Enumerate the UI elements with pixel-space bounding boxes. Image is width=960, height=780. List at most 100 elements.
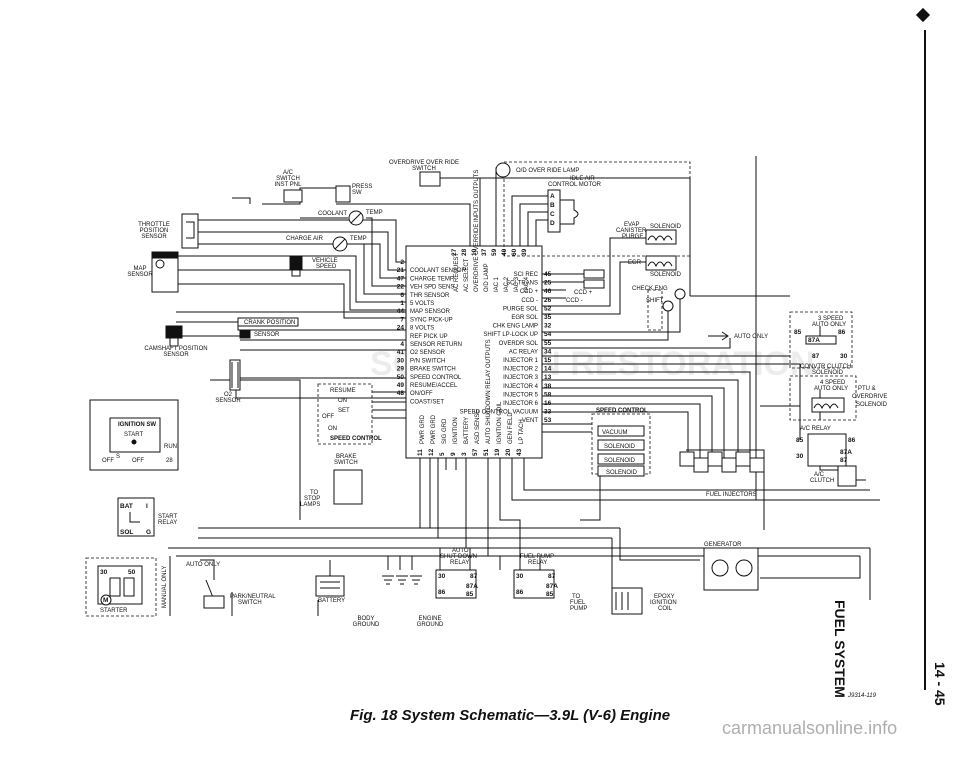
- svg-text:OFF: OFF: [102, 458, 114, 464]
- pcm-pin-number: 60: [511, 248, 518, 256]
- pcm-pin-number: 25: [544, 280, 552, 287]
- auto-only-label: AUTO ONLY: [186, 562, 220, 568]
- pcm-pin-label: INJECTOR 5: [503, 392, 539, 398]
- svg-text:SOLENOID: SOLENOID: [856, 402, 888, 408]
- pcm-pin-label: ON/OFF: [410, 391, 433, 397]
- pcm-pin-label: 5 VOLTS: [410, 301, 434, 307]
- pcm-pin-number: 41: [397, 349, 405, 356]
- sci-ccd-boxes: CCD + CCD -: [566, 269, 605, 304]
- pcm-pin-label: IAC 1: [494, 276, 500, 292]
- pcm-pin-number: 5: [439, 452, 446, 456]
- svg-text:85: 85: [546, 591, 554, 598]
- svg-text:AUTO ONLY: AUTO ONLY: [814, 386, 848, 392]
- svg-text:SENSOR: SENSOR: [254, 332, 280, 338]
- ignition-switch: IGNITION SW START OFF S OFF RUN 28: [89, 399, 179, 471]
- pcm-pin-number: 27: [451, 248, 458, 256]
- pcm-pin-number: 13: [544, 374, 552, 381]
- svg-text:86: 86: [438, 589, 446, 596]
- pcm-pin-number: 53: [544, 417, 552, 424]
- pcm-pin-number: 15: [544, 357, 552, 364]
- svg-text:RESUME: RESUME: [330, 388, 356, 394]
- pcm-pin-number: 12: [428, 448, 435, 456]
- crank-sensor: CRANK POSITION SENSOR: [237, 317, 299, 339]
- pcm-pin-label: COOLANT SENSOR: [410, 268, 467, 274]
- svg-text:OVERDRIVE: OVERDRIVE: [852, 394, 887, 400]
- pcm-pin-label: THR SENSOR: [410, 293, 450, 299]
- svg-text:PTU &: PTU &: [858, 386, 876, 392]
- pcm-pin-number: 57: [472, 448, 479, 456]
- pcm-pin-label: ASD SENSE: [475, 410, 481, 444]
- svg-text:85: 85: [466, 591, 474, 598]
- pcm-pin-label: COAST/SET: [410, 399, 444, 405]
- svg-text:86: 86: [848, 437, 856, 444]
- pcm-pin-label: IAC 2: [504, 276, 510, 292]
- svg-text:MANUAL ONLY: MANUAL ONLY: [162, 566, 168, 608]
- svg-text:CRANK POSITION: CRANK POSITION: [244, 320, 295, 326]
- pcm-pin-number: 38: [544, 383, 552, 390]
- speed-control-switch: RESUME ON SET OFF ON SPEED CONTROL: [322, 388, 382, 442]
- svg-text:SHIFT: SHIFT: [646, 298, 664, 304]
- pcm-pin-number: 46: [544, 288, 552, 295]
- svg-text:86: 86: [516, 589, 524, 596]
- pcm-pin-number: 10: [471, 248, 478, 256]
- svg-text:A: A: [550, 193, 555, 200]
- pcm-pin-label: SHIFT LP-LOCK UP: [483, 332, 538, 338]
- svg-text:ON: ON: [328, 426, 337, 432]
- pcm-pin-label: VEH SPD SENS: [410, 285, 454, 291]
- pcm-pin-number: 9: [450, 452, 457, 456]
- pcm-pin-number: 48: [397, 390, 405, 397]
- svg-text:TEMP: TEMP: [350, 236, 367, 242]
- pcm-pin-label: SENSOR RETURN: [410, 342, 462, 348]
- pcm-pin-label: AC SELECT: [464, 258, 470, 292]
- svg-text:SOLENOID: SOLENOID: [812, 370, 844, 376]
- svg-text:87: 87: [840, 457, 848, 464]
- pcm-pin-number: 1: [400, 300, 404, 307]
- pcm-pin-label: RESUME/ACCEL: [410, 383, 458, 389]
- pcm-pin-number: 26: [544, 297, 552, 304]
- svg-text:87: 87: [548, 573, 556, 580]
- svg-text:85: 85: [796, 437, 804, 444]
- pcm-pin-number: 37: [481, 248, 488, 256]
- pcm-pin-label: SIG GRD: [442, 418, 448, 444]
- pcm-pin-label: INJECTOR 1: [503, 358, 539, 364]
- svg-text:SHUT-DOWN: SHUT-DOWN: [440, 554, 477, 560]
- pcm-pin-number: 51: [483, 448, 490, 456]
- svg-text:87A: 87A: [840, 449, 852, 456]
- pcm-pin-label: REF PICK UP: [410, 334, 448, 340]
- svg-text:28: 28: [166, 458, 173, 464]
- pcm-pin-label: O/D LAMP: [484, 263, 490, 292]
- pcm-pin-label: CCD +: [520, 289, 539, 295]
- pcm-pin-number: 28: [461, 248, 468, 256]
- pcm-pin-number: 52: [544, 305, 552, 312]
- svg-text:FUEL PUMP: FUEL PUMP: [520, 554, 554, 560]
- battery: BATTERY: [315, 575, 345, 604]
- pcm-pin-number: 20: [505, 448, 512, 456]
- pcm-pin-label: OVERDR SOL: [499, 341, 539, 347]
- svg-text:A/C RELAY: A/C RELAY: [800, 426, 831, 432]
- pcm-pin-label: CHARGE TEMP: [410, 276, 454, 282]
- svg-text:3 SPEED: 3 SPEED: [818, 316, 844, 322]
- svg-text:RELAY: RELAY: [450, 560, 469, 566]
- svg-text:GENERATOR: GENERATOR: [704, 542, 742, 548]
- pcm-pin-number: 35: [544, 314, 552, 321]
